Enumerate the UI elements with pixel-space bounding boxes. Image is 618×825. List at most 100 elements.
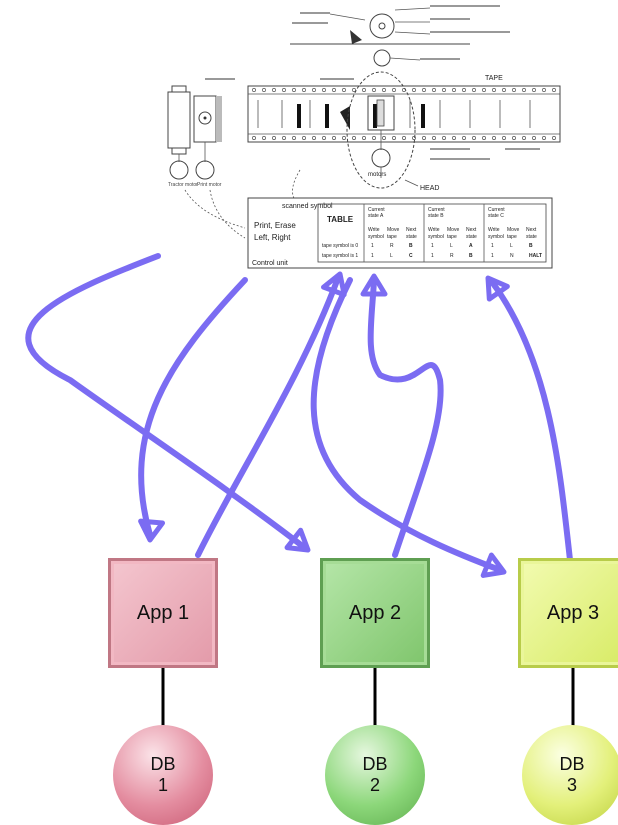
print-mechanism (290, 5, 510, 67)
table-cell: 1 (491, 253, 494, 259)
tape-label: TAPE (485, 75, 503, 82)
flow-arrow (310, 277, 503, 573)
column-header: tape (447, 234, 457, 240)
sprocket-hole (532, 136, 536, 140)
control-unit-label: Control unit (252, 260, 288, 267)
sprocket-hole (412, 136, 416, 140)
sprocket-hole (282, 136, 286, 140)
tractor-motor-label: Tractor motor (168, 182, 198, 188)
app-3-label: App 3 (546, 601, 600, 624)
state-header: state A (368, 213, 384, 219)
sprocket-hole (352, 136, 356, 140)
sprocket-hole (392, 136, 396, 140)
arrowhead-icon (480, 552, 507, 578)
column-header: state (466, 234, 477, 240)
sprocket-hole (462, 88, 466, 92)
table-cell: 1 (431, 243, 434, 249)
column-header: Write (488, 227, 500, 233)
db-2-sphere: DB 2 (325, 725, 425, 825)
sprocket-hole (472, 88, 476, 92)
table-cell: C (409, 253, 413, 259)
sprocket-hole (542, 136, 546, 140)
arrow-group (25, 253, 573, 578)
sprocket-hole (322, 136, 326, 140)
head-label: HEAD (420, 185, 439, 192)
column-header: symbol (368, 234, 384, 240)
db-3-label-line2: 3 (566, 775, 577, 795)
wheel-icon (369, 13, 395, 39)
flow-arrow (138, 277, 248, 538)
column-header: Move (507, 227, 519, 233)
table-cell: 1 (431, 253, 434, 259)
column-header: Next (466, 227, 477, 233)
table-title: TABLE (327, 215, 354, 224)
app-3-box: App 3 (518, 558, 618, 668)
table-cell: A (469, 243, 473, 249)
left-right-label: Left, Right (254, 233, 291, 242)
head: motors HEAD (346, 71, 439, 192)
print-motor-label: Print motor (197, 182, 222, 188)
db-2-label-line1: DB (362, 754, 388, 774)
sprocket-hole (472, 136, 476, 140)
sprocket-hole (322, 88, 326, 92)
table-cell: B (409, 243, 413, 249)
row-label-1: tape symbol is 1 (322, 253, 358, 259)
sprocket-hole (482, 136, 486, 140)
arrowhead-icon (321, 271, 347, 298)
flow-arrow (489, 279, 573, 563)
sprocket-hole (502, 88, 506, 92)
sprocket-hole (492, 136, 496, 140)
sprocket-hole (392, 88, 396, 92)
table-cell: HALT (529, 253, 542, 259)
state-header: state B (428, 213, 444, 219)
sprocket-hole (352, 88, 356, 92)
sprocket-hole (422, 136, 426, 140)
sprocket-hole (292, 136, 296, 140)
sprocket-hole (272, 88, 276, 92)
column-header: Next (406, 227, 417, 233)
app-2-box: App 2 (320, 558, 430, 668)
sprocket-hole (382, 88, 386, 92)
scanned-symbol-label: scanned symbol (282, 203, 333, 210)
db-1-label-line1: DB (150, 754, 176, 774)
sprocket-hole (452, 88, 456, 92)
column-header: state (406, 234, 417, 240)
sprocket-hole (252, 136, 256, 140)
sprocket-hole (542, 88, 546, 92)
sprocket-hole (312, 88, 316, 92)
table-cell: L (450, 243, 453, 249)
table-cell: 1 (371, 253, 374, 259)
table-cell: R (450, 253, 454, 259)
db-3-sphere: DB 3 (522, 725, 618, 825)
table-cell: L (390, 253, 393, 259)
sprocket-hole (342, 88, 346, 92)
sprocket-hole (452, 136, 456, 140)
sprocket-hole (402, 136, 406, 140)
sprocket-hole (422, 88, 426, 92)
sprocket-hole (302, 88, 306, 92)
sprocket-hole (552, 136, 556, 140)
table-cell: L (510, 243, 513, 249)
flow-arrow (25, 253, 308, 551)
arrowhead-icon (284, 527, 311, 553)
sprocket-hole (512, 88, 516, 92)
sprocket-hole (292, 88, 296, 92)
sprocket-hole (432, 88, 436, 92)
control-unit: scanned symbol Print, Erase Left, Right … (247, 197, 553, 269)
sprocket-hole (532, 88, 536, 92)
sprocket-hole (262, 88, 266, 92)
print-erase-label: Print, Erase (254, 221, 296, 230)
sprocket-hole (272, 136, 276, 140)
sprocket-hole (522, 136, 526, 140)
state-header: Current (368, 207, 385, 213)
column-header: Move (387, 227, 399, 233)
sprocket-hole (262, 136, 266, 140)
sprocket-hole (372, 136, 376, 140)
table-cell: B (469, 253, 473, 259)
sprocket-hole (442, 88, 446, 92)
column-header: Move (447, 227, 459, 233)
db-2-label-line2: 2 (369, 775, 380, 795)
column-header: Next (526, 227, 537, 233)
db-1-sphere: DB 1 (113, 725, 213, 825)
